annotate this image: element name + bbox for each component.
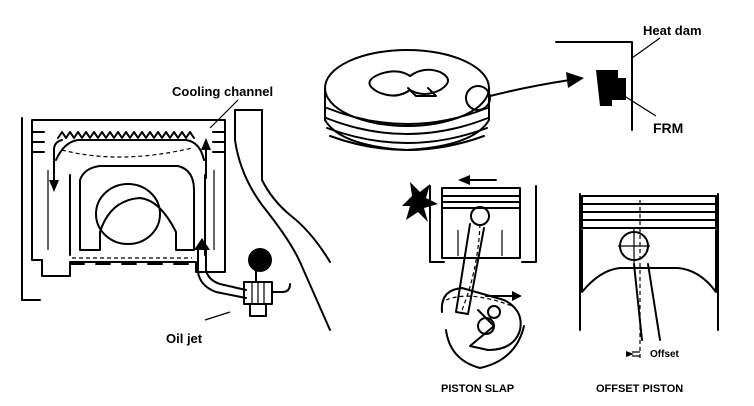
cooling-channel-leader bbox=[209, 99, 239, 129]
offset-piston-diagram bbox=[579, 193, 719, 358]
piston-slap-diagram bbox=[402, 175, 537, 369]
label-cooling-channel: Cooling channel bbox=[172, 84, 273, 99]
label-heat-dam: Heat dam bbox=[643, 23, 702, 38]
label-offset-piston: OFFSET PISTON bbox=[596, 383, 683, 395]
label-offset: Offset bbox=[650, 349, 680, 360]
label-oil-jet: Oil jet bbox=[166, 331, 203, 346]
cooled-piston-section bbox=[21, 109, 331, 331]
oil-jet-leader bbox=[204, 311, 231, 321]
piston-crown-view bbox=[324, 49, 584, 151]
label-frm: FRM bbox=[653, 120, 683, 136]
label-piston-slap: PISTON SLAP bbox=[441, 383, 514, 395]
heat-dam-detail bbox=[555, 37, 661, 131]
